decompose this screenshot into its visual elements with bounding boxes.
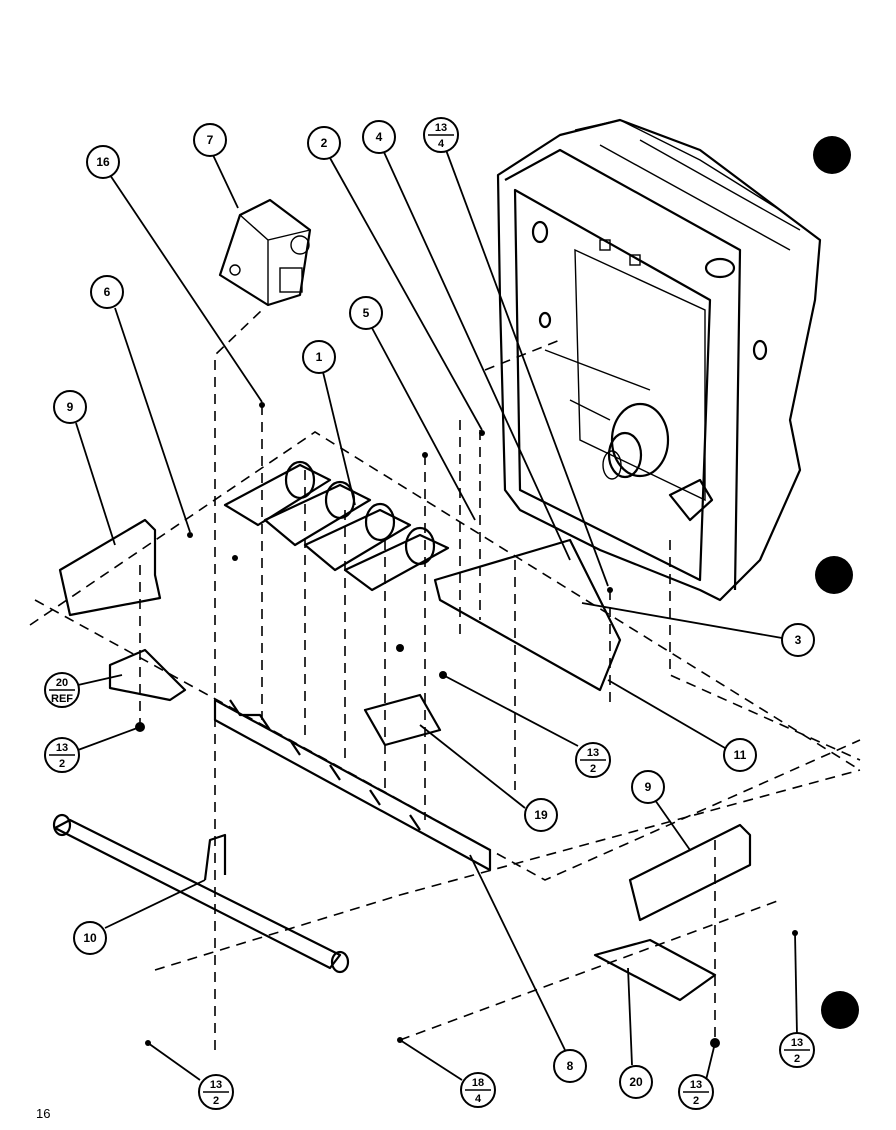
callout-label: 11 — [734, 748, 747, 762]
callout-label: 5 — [363, 306, 370, 320]
ice-maker-housing — [496, 118, 822, 602]
callout-numerator: 13 — [587, 747, 599, 759]
callout-label: 4 — [376, 130, 383, 144]
callout-numerator: 13 — [435, 122, 447, 134]
callout-numerator: 20 — [56, 677, 68, 689]
fill-tube-start — [52, 813, 72, 837]
callout-label: 7 — [207, 133, 214, 147]
callout-9-left: 9 — [53, 390, 87, 424]
page-number: 16 — [36, 1106, 50, 1121]
callout-denominator: 2 — [794, 1053, 800, 1065]
callout-label: 9 — [645, 780, 652, 794]
leader-lines — [75, 149, 798, 1081]
callout-label: 8 — [567, 1059, 574, 1073]
callout-13-2-left: 13 2 — [44, 737, 80, 773]
callout-label: 19 — [534, 808, 548, 822]
callout-denominator: REF — [51, 693, 73, 705]
callout-denominator: 4 — [475, 1093, 482, 1105]
callout-label: 3 — [795, 633, 802, 647]
callout-13-4: 13 4 — [423, 117, 459, 153]
callout-1: 1 — [302, 340, 336, 374]
callout-label: 16 — [96, 155, 110, 169]
assembly-lines — [29, 309, 861, 1050]
callout-13-2-bottom-right: 13 2 — [678, 1074, 714, 1110]
callout-numerator: 13 — [210, 1079, 222, 1091]
left-bracket — [58, 518, 162, 617]
callout-20-ref: 20 REF — [44, 672, 80, 708]
valve-assembly — [223, 460, 450, 592]
callout-3: 3 — [781, 623, 815, 657]
callout-5: 5 — [349, 296, 383, 330]
callout-11: 11 — [723, 738, 757, 772]
callout-13-2-far-right: 13 2 — [779, 1032, 815, 1068]
registration-mark-top — [813, 136, 851, 174]
callout-9-right: 9 — [631, 770, 665, 804]
callout-4: 4 — [362, 120, 396, 154]
callout-denominator: 2 — [590, 763, 596, 775]
callout-numerator: 18 — [472, 1077, 484, 1089]
callout-denominator: 2 — [693, 1095, 699, 1107]
callout-20: 20 — [619, 1065, 653, 1099]
right-bracket — [628, 823, 752, 922]
callout-13-2-bottom-left: 13 2 — [198, 1074, 234, 1110]
callout-13-2-center: 13 2 — [575, 742, 611, 778]
mounting-rail — [213, 698, 492, 872]
left-shield — [108, 648, 187, 702]
callout-7: 7 — [193, 123, 227, 157]
callout-label: 20 — [629, 1075, 643, 1089]
cover — [363, 693, 442, 747]
callout-8: 8 — [553, 1049, 587, 1083]
callout-label: 9 — [67, 400, 74, 414]
registration-mark-bottom — [821, 991, 859, 1029]
callout-label: 1 — [316, 350, 323, 364]
callout-numerator: 13 — [56, 742, 68, 754]
callout-denominator: 2 — [59, 758, 65, 770]
callout-16: 16 — [86, 145, 120, 179]
right-shield — [593, 938, 717, 1002]
callout-numerator: 13 — [690, 1079, 702, 1091]
callout-18-4: 18 4 — [460, 1072, 496, 1108]
callout-19: 19 — [524, 798, 558, 832]
callout-label: 10 — [83, 931, 97, 945]
callout-denominator: 4 — [438, 138, 445, 150]
callout-label: 2 — [321, 136, 328, 150]
fill-tube — [53, 818, 342, 970]
control-module — [218, 198, 312, 307]
callout-denominator: 2 — [213, 1095, 219, 1107]
callout-10: 10 — [73, 921, 107, 955]
plate — [433, 538, 622, 692]
callout-6: 6 — [90, 275, 124, 309]
callout-numerator: 13 — [791, 1037, 803, 1049]
callout-2: 2 — [307, 126, 341, 160]
fill-tube-end — [330, 950, 350, 974]
registration-mark-middle — [815, 556, 853, 594]
callout-label: 6 — [104, 285, 111, 299]
